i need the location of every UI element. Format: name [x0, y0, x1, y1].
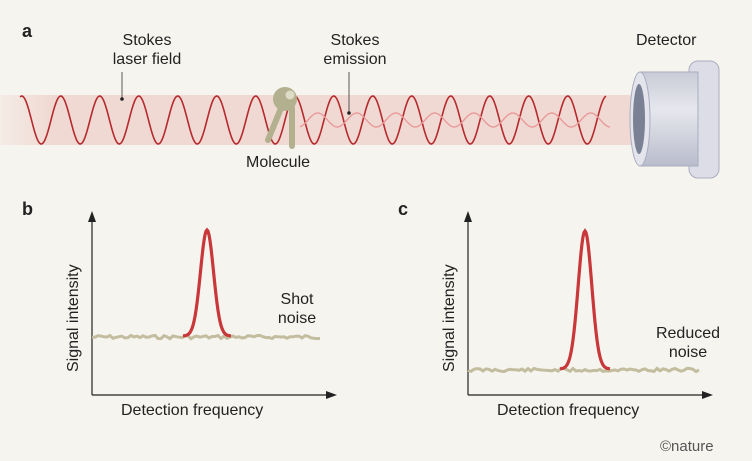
- reduced-noise-line: [467, 366, 700, 374]
- molecule-label: Molecule: [246, 154, 311, 171]
- panel-c-axes: [464, 211, 713, 399]
- panel-a-label: a: [22, 21, 33, 41]
- panel-b-label: b: [22, 199, 33, 219]
- molecule-icon: [265, 87, 297, 149]
- signal-peak-c: [559, 228, 611, 371]
- panel-b-ylabel: Signal intensity: [65, 264, 82, 372]
- panel-c-xlabel: Detection frequency: [497, 402, 640, 419]
- shot-noise-line: [91, 333, 321, 341]
- stokes-laser-wave: [19, 95, 607, 145]
- panel-c-ylabel: Signal intensity: [441, 264, 458, 372]
- nature-credit: ©nature: [660, 438, 714, 455]
- detector-icon: [629, 60, 720, 179]
- signal-peak-b: [182, 227, 232, 338]
- panel-b-axes: [88, 211, 337, 399]
- panel-c-label: c: [398, 199, 409, 219]
- stokes-emission-wave: [299, 112, 611, 128]
- panel-b-xlabel: Detection frequency: [121, 402, 264, 419]
- detector-label: Detector: [636, 32, 697, 49]
